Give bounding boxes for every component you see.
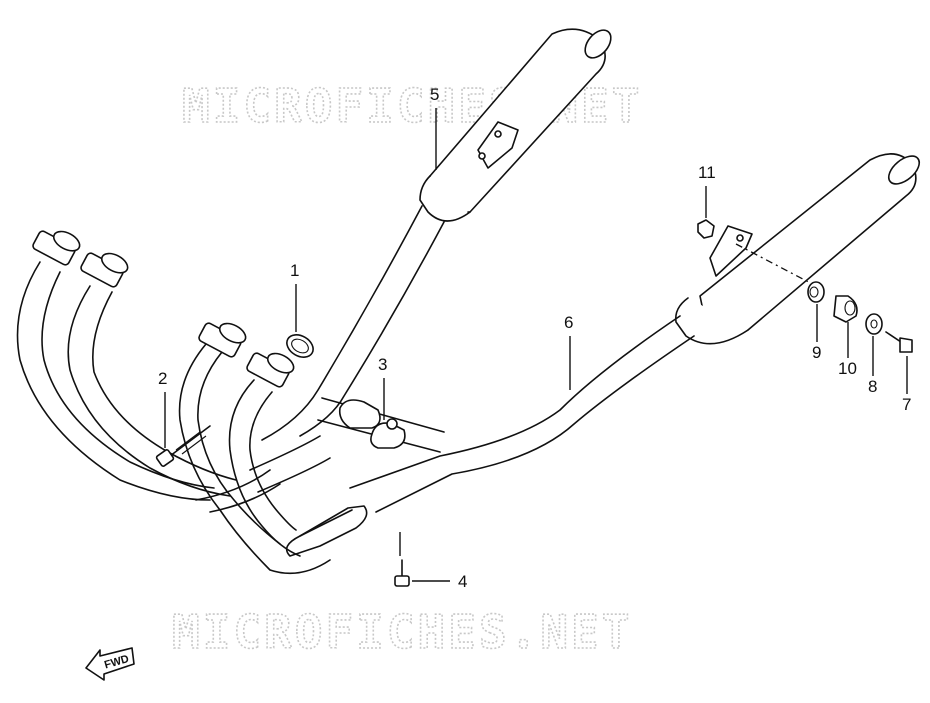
header-flanges <box>32 230 295 388</box>
callout-8: 8 <box>868 336 877 396</box>
svg-text:11: 11 <box>698 163 716 182</box>
clamp-part-3 <box>338 399 406 449</box>
lower-muffler <box>674 153 921 345</box>
svg-text:8: 8 <box>868 377 877 396</box>
mounting-hardware <box>697 219 913 353</box>
svg-text:1: 1 <box>290 261 299 280</box>
svg-text:5: 5 <box>430 85 439 104</box>
fwd-arrow-badge: FWD <box>85 647 135 681</box>
callout-4: 4 <box>399 532 467 591</box>
callout-3: 3 <box>378 355 387 420</box>
gasket-part-1 <box>286 334 314 358</box>
callout-5: 5 <box>430 85 439 170</box>
svg-text:2: 2 <box>158 369 167 388</box>
svg-text:6: 6 <box>564 313 573 332</box>
upper-muffler <box>419 28 612 222</box>
svg-text:9: 9 <box>812 343 821 362</box>
callout-9: 9 <box>812 304 821 362</box>
svg-text:3: 3 <box>378 355 387 374</box>
svg-text:4: 4 <box>458 572 467 591</box>
bolt-part-4 <box>394 559 410 587</box>
callout-1: 1 <box>290 261 299 332</box>
callout-10: 10 <box>838 322 857 378</box>
svg-text:7: 7 <box>902 395 911 414</box>
watermark-bottom: MICROFICHES.NET <box>172 605 632 659</box>
callout-2: 2 <box>158 369 167 448</box>
callout-11: 11 <box>698 163 716 218</box>
svg-text:10: 10 <box>838 359 857 378</box>
exhaust-pipes <box>16 205 695 575</box>
bolt-part-2 <box>155 425 211 467</box>
callout-6: 6 <box>564 313 573 390</box>
callout-7: 7 <box>902 356 911 414</box>
